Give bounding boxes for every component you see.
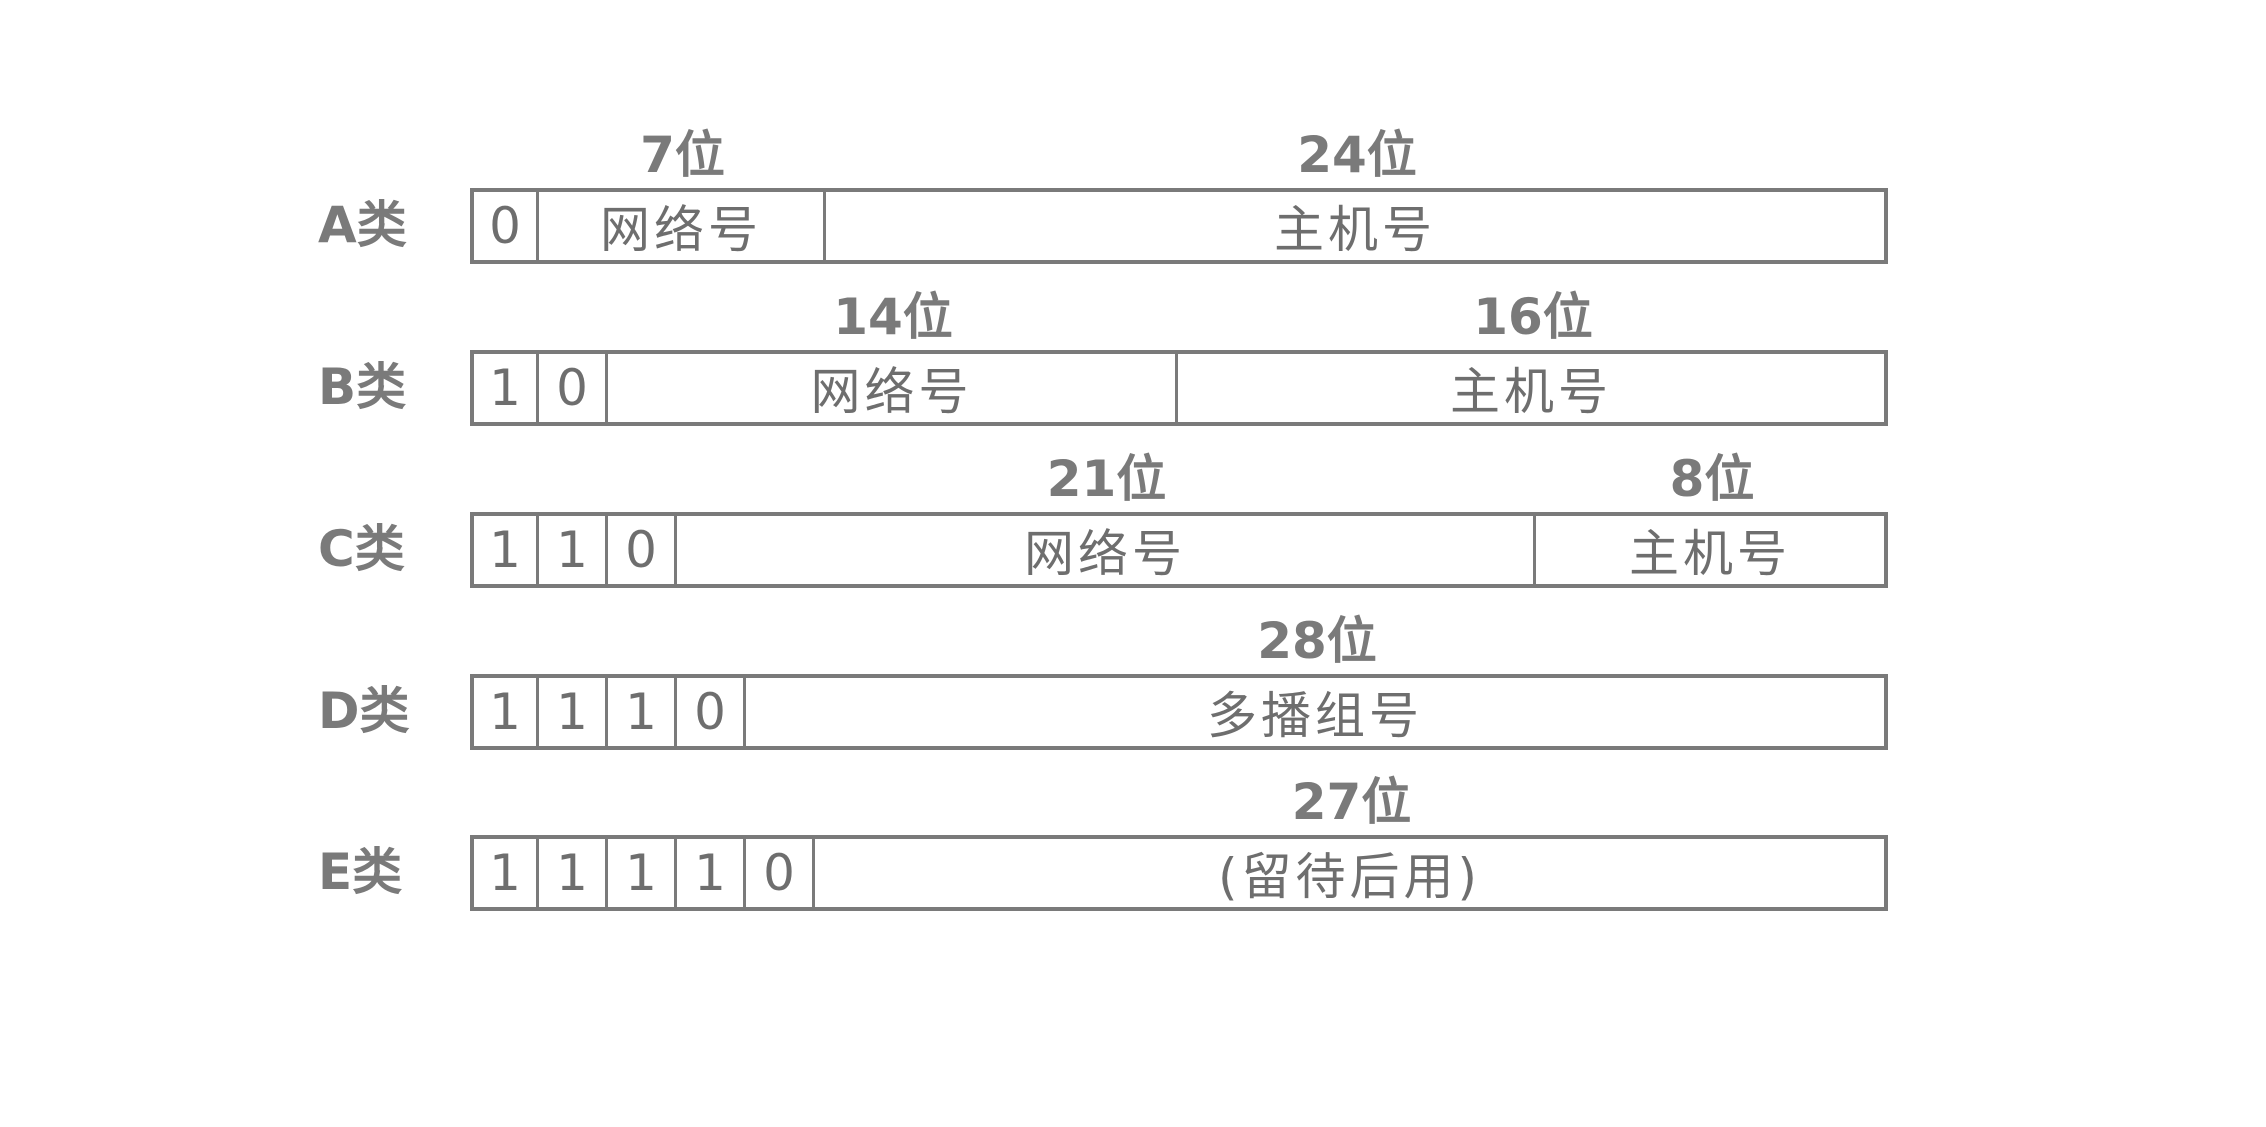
class-b-label: B类 (318, 358, 407, 416)
prefix-bit-value: 0 (763, 844, 795, 902)
prefix-bit-value: 1 (556, 521, 588, 579)
field-bit-width-label: 8位 (1669, 450, 1755, 508)
prefix-bit-cell: 0 (677, 678, 746, 746)
prefix-bit-value: 1 (556, 844, 588, 902)
class-a-address-format: 0 网络号 主机号 (470, 188, 1888, 264)
multicast-group-field: 多播组号 (746, 678, 1884, 746)
prefix-bit-value: 1 (694, 844, 726, 902)
field-bit-width-label: 27位 (1291, 773, 1412, 831)
host-id-field: 主机号 (826, 192, 1884, 260)
field-bit-width-label: 21位 (1046, 450, 1167, 508)
host-id-field-label: 主机号 (1274, 201, 1436, 259)
host-id-field: 主机号 (1178, 354, 1884, 422)
prefix-bit-cell: 1 (608, 839, 677, 907)
prefix-bit-cell: 0 (539, 354, 608, 422)
host-id-field-label: 主机号 (1450, 363, 1612, 421)
host-id-field: 主机号 (1536, 516, 1884, 584)
prefix-bit-cell: 0 (746, 839, 815, 907)
prefix-bit-value: 1 (489, 359, 521, 417)
prefix-bit-cell: 1 (539, 678, 608, 746)
prefix-bit-cell: 1 (474, 839, 539, 907)
prefix-bit-cell: 1 (539, 516, 608, 584)
reserved-field: (留待后用) (815, 839, 1884, 907)
prefix-bit-cell: 0 (474, 192, 539, 260)
network-id-field: 网络号 (608, 354, 1178, 422)
host-id-field-label: 主机号 (1629, 525, 1791, 583)
prefix-bit-value: 0 (694, 683, 726, 741)
prefix-bit-cell: 1 (677, 839, 746, 907)
field-bit-width-label: 14位 (833, 288, 953, 346)
prefix-bit-value: 0 (625, 521, 657, 579)
prefix-bit-cell: 1 (474, 354, 539, 422)
reserved-field-label: (留待后用) (1217, 848, 1481, 906)
network-id-field-label: 网络号 (1024, 525, 1186, 583)
class-a-label: A类 (318, 196, 407, 254)
class-c-label: C类 (318, 520, 405, 578)
prefix-bit-cell: 1 (608, 678, 677, 746)
class-e-label: E类 (318, 843, 403, 901)
multicast-group-field-label: 多播组号 (1207, 687, 1423, 745)
field-bit-width-label: 28位 (1257, 612, 1377, 670)
prefix-bit-value: 0 (556, 359, 588, 417)
prefix-bit-cell: 1 (474, 516, 539, 584)
network-id-field: 网络号 (539, 192, 826, 260)
prefix-bit-value: 0 (489, 197, 521, 255)
field-bit-width-label: 24位 (1297, 126, 1417, 184)
prefix-bit-value: 1 (625, 683, 657, 741)
prefix-bit-value: 1 (625, 844, 657, 902)
network-id-field: 网络号 (677, 516, 1536, 584)
class-d-label: D类 (318, 682, 410, 740)
prefix-bit-value: 1 (489, 683, 521, 741)
prefix-bit-value: 1 (556, 683, 588, 741)
network-id-field-label: 网络号 (600, 201, 762, 259)
prefix-bit-value: 1 (489, 844, 521, 902)
field-bit-width-label: 7位 (640, 126, 725, 184)
prefix-bit-cell: 1 (474, 678, 539, 746)
prefix-bit-cell: 1 (539, 839, 608, 907)
network-id-field-label: 网络号 (810, 363, 973, 421)
field-bit-width-label: 16位 (1473, 288, 1593, 346)
prefix-bit-value: 1 (489, 521, 521, 579)
prefix-bit-cell: 0 (608, 516, 677, 584)
